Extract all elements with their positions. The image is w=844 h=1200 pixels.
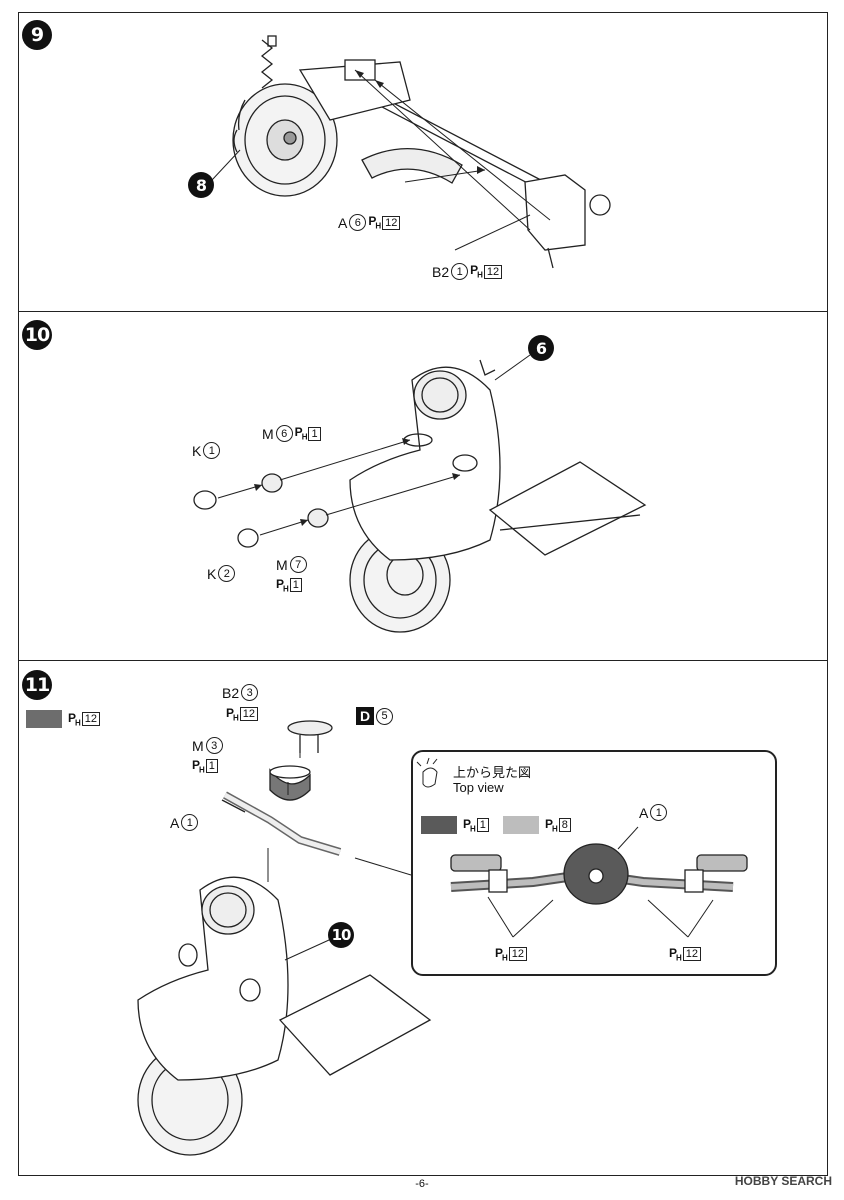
part-letter: B2 [432, 263, 450, 280]
paint-code: PH [276, 577, 289, 594]
paint-code: PH [368, 214, 381, 231]
part-label-a1: A 1 [170, 814, 199, 831]
top-view-title-en: Top view [453, 780, 504, 795]
part-letter: M [276, 556, 288, 573]
color-number: 12 [682, 947, 702, 962]
color-number: 1 [289, 578, 302, 593]
part-letter: B2 [222, 684, 240, 701]
color-number: 12 [382, 215, 401, 230]
part-label-m7-paint: PH 1 [276, 577, 302, 593]
part-number: 5 [376, 707, 393, 725]
part-letter: M [262, 425, 274, 442]
color-number: 8 [558, 818, 571, 832]
watermark: HOBBY SEARCH [734, 1174, 832, 1188]
part-letter: A [170, 814, 180, 831]
part-number: 7 [289, 556, 307, 573]
part-letter: D [356, 707, 374, 725]
top-view-illustration [416, 757, 748, 938]
thumbs-up-icon [416, 757, 438, 788]
color-swatch [503, 816, 539, 834]
part-number: 6 [275, 425, 293, 442]
part-letter: K [207, 565, 217, 582]
color-swatch [421, 816, 457, 834]
paint-code: PH [68, 710, 81, 728]
part-letter: M [192, 737, 204, 754]
paint-code: PH [226, 706, 239, 723]
paint-code: PH [545, 816, 558, 834]
part-label-m7: M 7 [276, 556, 307, 573]
part-label-m6: M 6 PH 1 [262, 425, 321, 442]
part-number: 1 [203, 442, 221, 459]
part-label-d5: D 5 [356, 707, 393, 725]
color-number: 1 [476, 818, 489, 832]
paint-code: PH [470, 263, 483, 280]
color-number: 1 [205, 759, 218, 774]
panel-divider-2 [18, 660, 828, 661]
part-number: 3 [241, 684, 259, 701]
part-label-m3-paint: PH 1 [192, 758, 218, 774]
part-label-a6: A 6 PH 12 [338, 214, 401, 231]
color-number: 12 [483, 264, 503, 279]
step-10-badge: 10 [22, 320, 52, 350]
part-number: 3 [205, 737, 223, 754]
part-label-m3: M 3 [192, 737, 223, 754]
part-label-b2-3-paint: PH 12 [226, 706, 259, 723]
part-number: 1 [451, 263, 469, 280]
part-label-b2-3: B2 3 [222, 684, 259, 701]
part-number: 1 [181, 814, 199, 831]
part-label-k1: K 1 [192, 442, 221, 459]
panel-divider-1 [18, 311, 828, 312]
step-11-badge: 11 [22, 670, 52, 700]
step-9-ref-8-badge: 8 [188, 172, 214, 198]
step-10-ref-6-badge: 6 [528, 335, 554, 361]
step-11-color-legend: PH 12 [26, 710, 101, 728]
top-view-legend-2: PH 8 [503, 816, 571, 834]
paint-code: PH [192, 758, 205, 775]
part-label-b2-1: B2 1 PH 12 [432, 263, 503, 280]
paint-code: PH [495, 946, 508, 963]
top-view-left-paint: PH 12 [495, 946, 528, 963]
color-number: 12 [508, 947, 528, 962]
part-letter: A [639, 804, 649, 821]
part-letter: A [338, 214, 348, 231]
top-view-title-jp: 上から見た図 [453, 765, 532, 780]
color-number: 12 [81, 712, 101, 726]
paint-code: PH [463, 816, 476, 834]
part-number: 2 [218, 565, 236, 582]
paint-code: PH [669, 946, 682, 963]
part-letter: K [192, 442, 202, 459]
paint-code: PH [294, 425, 308, 442]
color-number: 12 [239, 707, 259, 722]
step-9-badge: 9 [22, 20, 52, 50]
part-label-k2: K 2 [207, 565, 236, 582]
page-number: -6- [415, 1178, 429, 1190]
part-number: 1 [650, 804, 668, 821]
color-number: 1 [308, 426, 321, 441]
top-view-callout: 上から見た図 Top view PH 1 PH 8 A 1 PH 12 PH 1… [411, 750, 777, 976]
top-view-right-paint: PH 12 [669, 946, 702, 963]
page-frame [18, 12, 828, 1176]
top-view-label-a1: A 1 [639, 804, 668, 821]
part-number: 6 [349, 214, 367, 231]
color-swatch [26, 710, 62, 728]
step-11-ref-10-badge: 10 [328, 922, 354, 948]
top-view-legend-1: PH 1 [421, 816, 489, 834]
